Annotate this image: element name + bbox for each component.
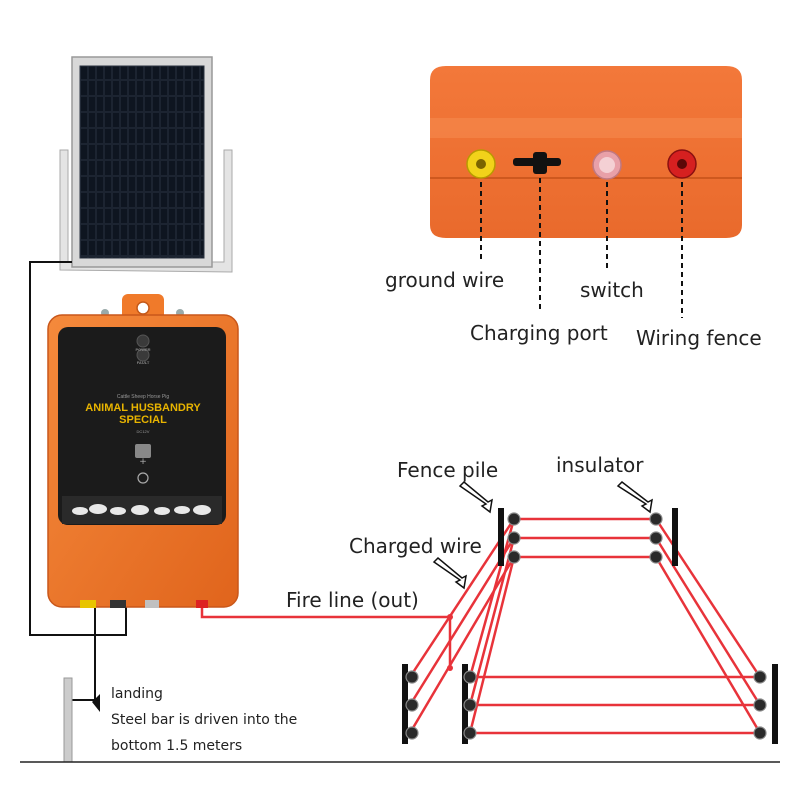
device-title: ANIMAL HUSBANDRY <box>85 402 201 414</box>
insulator-icon <box>405 512 767 740</box>
solar-panel-icon <box>59 56 233 273</box>
label-ground-wire: ground wire <box>385 268 505 292</box>
device-closeup <box>430 66 742 238</box>
label-steel-bar-line1: Steel bar is driven into the <box>111 712 298 728</box>
charged-wires <box>408 517 762 735</box>
energizer-device: + <box>47 294 239 608</box>
ground-rod <box>63 677 73 763</box>
ground-lead-wire <box>72 606 96 701</box>
device-subtitle: Cattle Sheep Horse Pig <box>116 394 170 400</box>
label-insulator: insulator <box>556 453 644 477</box>
label-landing: landing <box>111 686 163 702</box>
arrow-icon <box>432 480 653 590</box>
label-fence-pile: Fence pile <box>397 458 499 482</box>
label-wiring-fence: Wiring fence <box>636 326 762 350</box>
device-voltage: DC12V <box>136 429 150 434</box>
label-fire-line: Fire line (out) <box>286 588 419 612</box>
device-title-line2: SPECIAL <box>119 414 167 426</box>
label-charging-port: Charging port <box>470 321 608 345</box>
fire-line-wire <box>200 608 450 619</box>
label-charged-wire: Charged wire <box>349 534 482 558</box>
device-indicator-bottom: FAULT <box>136 360 150 365</box>
animal-silhouette-icon <box>72 504 211 515</box>
label-switch: switch <box>580 278 644 302</box>
label-steel-bar-line2: bottom 1.5 meters <box>111 738 243 754</box>
svg-text:+: + <box>139 457 147 467</box>
leader-lines <box>480 178 683 318</box>
device-indicator-top: POWER <box>135 347 151 352</box>
arrow-icon <box>92 694 100 712</box>
solar-lead-wire <box>29 261 127 636</box>
